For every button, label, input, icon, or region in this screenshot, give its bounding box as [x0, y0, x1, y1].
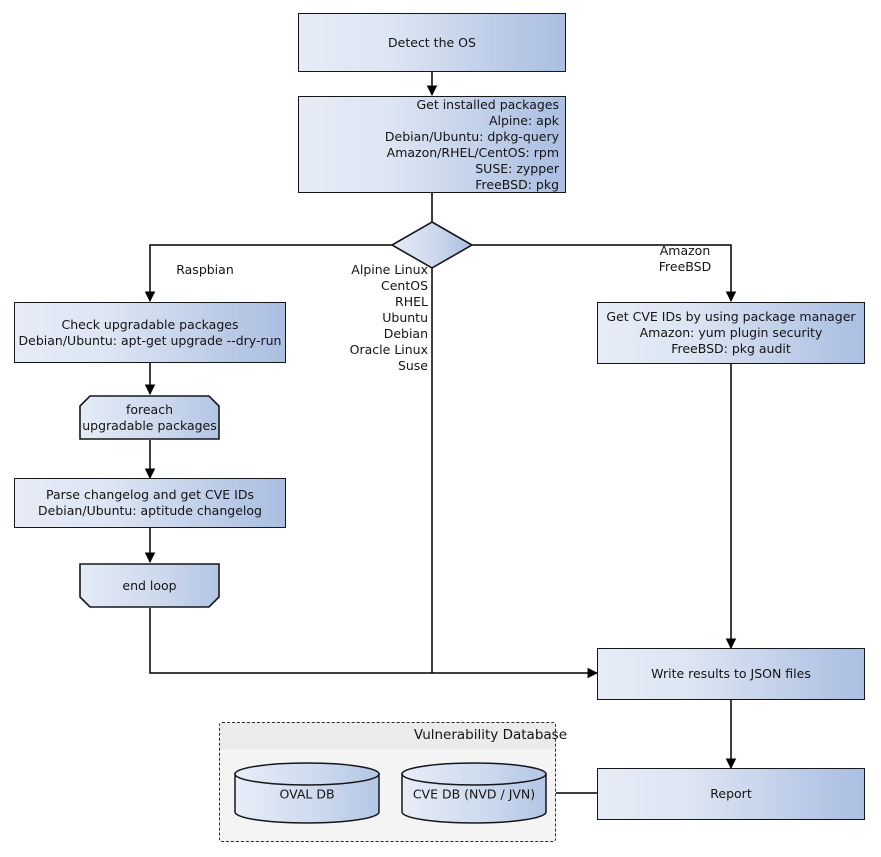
db-cylinder-oval[interactable]: OVAL DB — [233, 762, 381, 824]
node-get-installed-packages-label: Get installed packages Alpine: apk Debia… — [384, 96, 559, 192]
node-report-label: Report — [710, 786, 752, 801]
node-parse-changelog-label: Parse changelog and get CVE IDs Debian/U… — [38, 487, 262, 518]
node-get-cve-ids[interactable]: Get CVE IDs by using package manager Ama… — [597, 302, 865, 364]
node-detect-the-os[interactable]: Detect the OS — [298, 13, 566, 72]
edge-label-amazon-freebsd: Amazon FreeBSD — [658, 243, 712, 274]
db-cylinder-cve[interactable]: CVE DB (NVD / JVN) — [400, 762, 548, 824]
group-title-vulnerability-database: Vulnerability Database — [413, 727, 567, 743]
node-parse-changelog[interactable]: Parse changelog and get CVE IDs Debian/U… — [14, 478, 286, 528]
db-cylinder-cve-label: CVE DB (NVD / JVN) — [412, 786, 536, 802]
edge-label-middle-distros: Alpine Linux CentOS RHEL Ubuntu Debian O… — [349, 262, 428, 373]
node-check-upgradable-packages[interactable]: Check upgradable packages Debian/Ubuntu:… — [14, 302, 286, 363]
group-header-band — [220, 723, 555, 750]
db-cylinder-oval-label: OVAL DB — [279, 786, 335, 802]
node-write-results-label: Write results to JSON files — [651, 666, 811, 681]
node-foreach-loop-start-label: foreach upgradable packages — [82, 401, 217, 433]
node-end-loop-label: end loop — [122, 577, 177, 593]
node-end-loop[interactable]: end loop — [79, 563, 220, 608]
node-get-installed-packages[interactable]: Get installed packages Alpine: apk Debia… — [298, 96, 566, 193]
node-report[interactable]: Report — [597, 768, 865, 820]
node-get-cve-ids-label: Get CVE IDs by using package manager Ama… — [606, 309, 856, 356]
edge-endloop-to-write — [149, 608, 599, 679]
node-write-results[interactable]: Write results to JSON files — [597, 648, 865, 700]
node-detect-the-os-label: Detect the OS — [388, 34, 476, 50]
node-os-decision[interactable] — [390, 220, 474, 270]
edge-label-raspbian: Raspbian — [176, 262, 234, 277]
node-check-upgradable-packages-label: Check upgradable packages Debian/Ubuntu:… — [18, 316, 282, 348]
node-foreach-loop-start[interactable]: foreach upgradable packages — [79, 395, 220, 440]
